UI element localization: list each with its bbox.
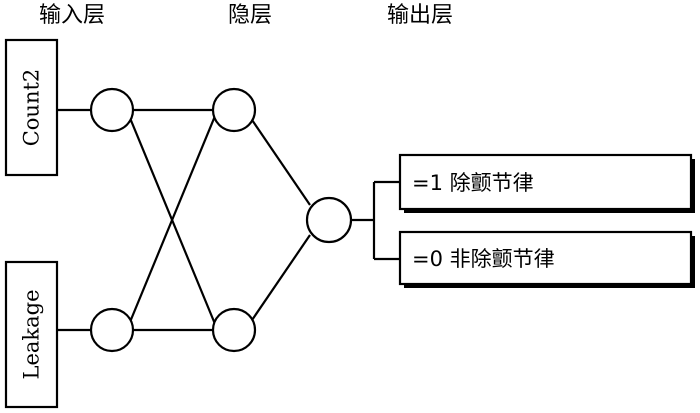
hidden-node-1 <box>211 87 257 133</box>
edge-h1-output <box>249 116 311 206</box>
input-box-leakage: Leakage <box>4 260 59 409</box>
output-node <box>305 196 353 244</box>
input-layer-label: 输入层 <box>39 3 105 28</box>
input-node-2 <box>89 307 135 353</box>
input-label-leakage: Leakage <box>20 289 44 379</box>
input-label-count2: Count2 <box>20 69 44 147</box>
output-layer-label: 输出层 <box>387 3 453 28</box>
edge-h2-output <box>249 234 311 324</box>
hidden-node-2 <box>211 307 257 353</box>
output-box-shockable: =1 除颤节律 <box>398 153 695 213</box>
input-node-1 <box>89 87 135 133</box>
output-box-nonshockable: =0 非除颤节律 <box>398 230 695 288</box>
connections <box>58 108 400 332</box>
output-label-shockable: =1 除颤节律 <box>412 171 534 195</box>
edge-i2-h1 <box>128 115 217 323</box>
input-box-count2: Count2 <box>4 38 59 177</box>
hidden-layer-label: 隐层 <box>228 3 272 28</box>
output-label-nonshockable: =0 非除颤节律 <box>412 247 555 271</box>
